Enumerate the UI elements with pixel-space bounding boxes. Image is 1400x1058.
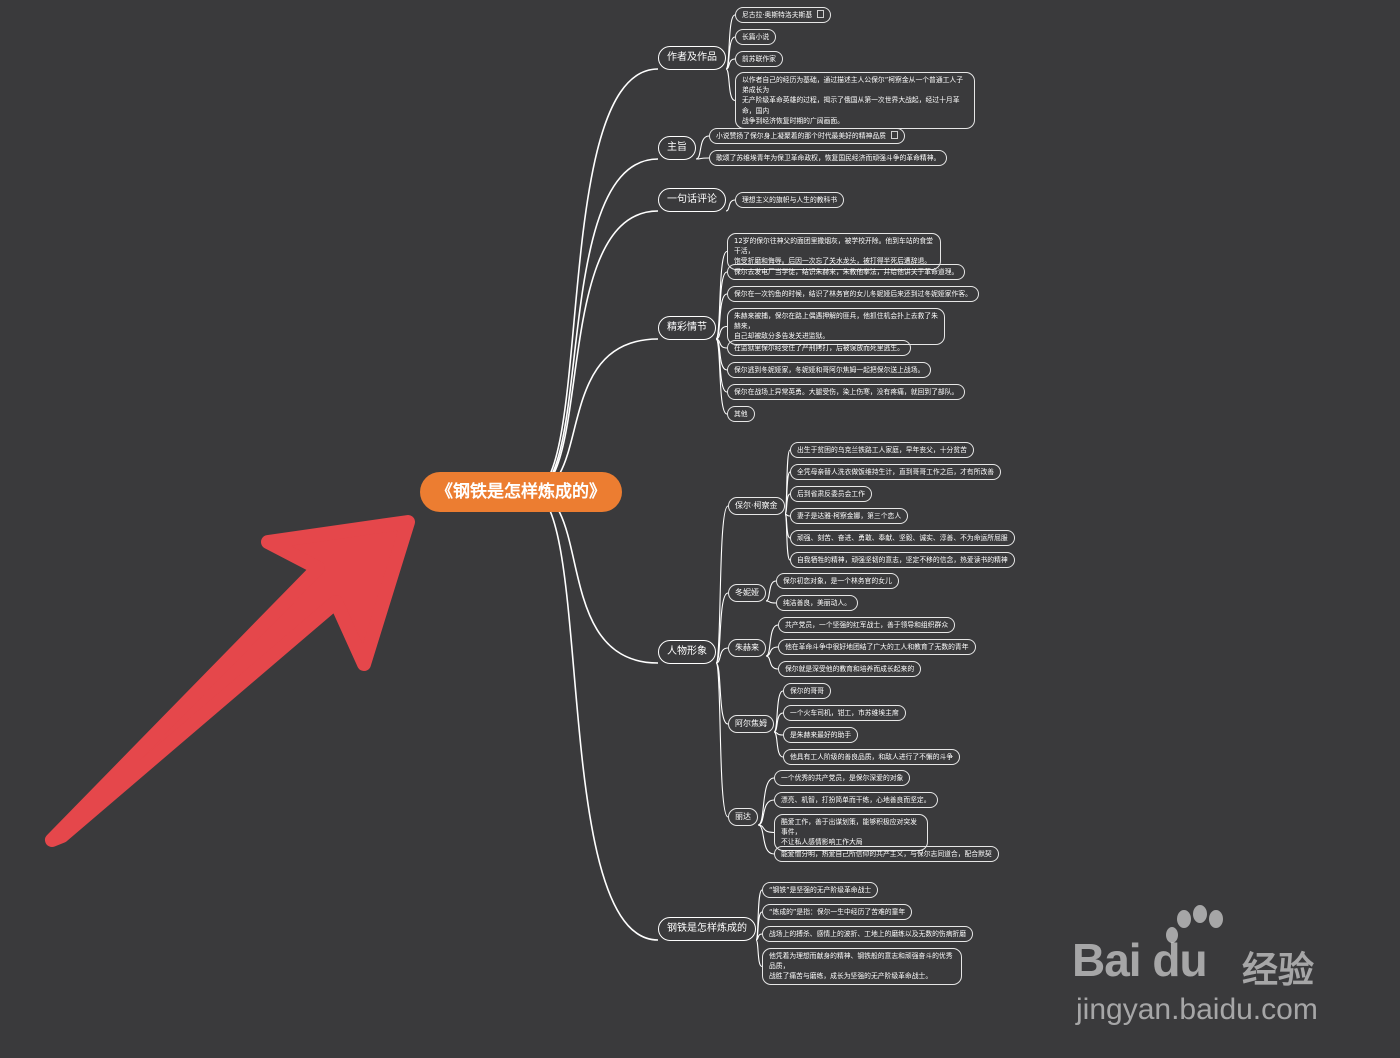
trait-leaf[interactable]: 顽强、刻苦、奋进、勇敢、奉献、坚毅、诚实、淳善、不为命运所屈服 [790, 530, 1015, 547]
connector-line [757, 799, 775, 826]
trait-leaf[interactable]: 自我牺牲的精神，顽强坚韧的意志，坚定不移的信念，热爱读书的精神 [790, 552, 1015, 569]
trait-leaf[interactable]: 他在革命斗争中很好地团结了广大的工人和教育了无数的青年 [778, 639, 976, 656]
trait-leaf[interactable]: 一个火车司机，钳工，市苏维埃主席 [783, 705, 906, 722]
branch-author-works[interactable]: 作者及作品 [658, 46, 726, 70]
branch-theme[interactable]: 主旨 [658, 136, 696, 160]
connector-line [725, 68, 736, 102]
trait-leaf[interactable]: 酷爱工作，善于出谋划策，能够积极应对突发事件， 不让私人感情影响工作大局 [774, 814, 928, 851]
leaf-steel-2[interactable]: “炼成的”是指：保尔一生中经历了苦难的童年 [762, 904, 913, 921]
character-artyom[interactable]: 阿尔焦姆 [728, 715, 774, 733]
character-paul[interactable]: 保尔·柯察金 [728, 497, 785, 515]
connector-line [715, 662, 729, 818]
character-zhukhrai[interactable]: 朱赫来 [728, 639, 766, 657]
leaf-text: 尼古拉·奥斯特洛夫斯基 [742, 11, 813, 19]
connector-line [695, 157, 710, 160]
leaf-plot-5[interactable]: 在监狱里保尔经受住了严刑拷打，后被误放而死里逃生。 [727, 340, 911, 357]
character-tonya[interactable]: 冬妮娅 [728, 584, 766, 602]
connector-line [725, 36, 736, 70]
leaf-steel-4[interactable]: 他凭着为理想而献身的精神、钢铁般的意志和顽强奋斗的优秀品质， 战胜了痛苦与磨练，… [762, 948, 962, 985]
connector-line [530, 68, 659, 493]
trait-leaf[interactable]: 妻子是达雅·柯察金娜，第三个恋人 [790, 508, 909, 525]
connector-line [755, 939, 763, 968]
leaf-plot-7[interactable]: 保尔在战场上异常英勇。大腿受伤，染上伤寒，没有疼痛，就回到了部队。 [727, 384, 966, 401]
trait-leaf[interactable]: 后到省肃反委员会工作 [790, 486, 872, 503]
character-rita[interactable]: 丽达 [728, 808, 758, 826]
trait-leaf[interactable]: 能爱憎分明，热爱自己所信仰的共产主义，与保尔志同道合，配合默契 [774, 846, 999, 863]
leaf-text: 小说赞扬了保尔身上凝聚着的那个时代最美好的精神品质 [716, 132, 886, 140]
trait-leaf[interactable]: 保尔初恋对象，是一个林务官的女儿 [776, 573, 899, 590]
trait-leaf[interactable]: 纯洁善良，美丽动人。 [776, 595, 858, 612]
connector-line [725, 199, 736, 212]
connector-line [715, 505, 729, 664]
connector-line [695, 135, 710, 160]
root-topic[interactable]: 《钢铁是怎样炼成的》 [420, 472, 622, 512]
watermark-cn: 经验 [1242, 950, 1315, 991]
connector-line [765, 624, 779, 657]
connector-line [784, 493, 791, 515]
leaf-plot-3[interactable]: 保尔在一次钓鱼的时候，结识了林务官的女儿冬妮娅后来还到过冬妮娅家作客。 [727, 286, 979, 303]
note-icon[interactable] [890, 131, 898, 139]
watermark-url: jingyan.baidu.com [1076, 993, 1318, 1026]
leaf-theme-2[interactable]: 歌颂了苏维埃青年为保卫革命政权，恢复国民经济而顽强斗争的革命精神。 [709, 150, 948, 167]
trait-leaf[interactable]: 漂亮、机智，打扮简单而干练，心地善良而坚定。 [774, 792, 938, 809]
branch-highlights[interactable]: 精彩情节 [658, 316, 716, 340]
leaf-plot-1[interactable]: 12岁的保尔往神父的面团里撒烟灰，被学校开除。他到车站的食堂干活， 饱受折磨和侮… [727, 233, 941, 270]
connector-line [765, 655, 779, 670]
connector-line [773, 731, 784, 758]
trait-leaf[interactable]: 共产党员，一个坚强的红军战士，善于领导和组织群众 [778, 617, 956, 634]
leaf-steel-3[interactable]: 战场上的搏杀、感情上的波折、工地上的磨练以及无数的伤病折磨 [762, 926, 974, 943]
watermark-brand: Bai du [1072, 934, 1208, 986]
connector-line [757, 824, 775, 855]
paw-icon [1166, 905, 1223, 943]
connector-line [530, 491, 659, 941]
connector-line [784, 513, 791, 561]
leaf-theme-1[interactable]: 小说赞扬了保尔身上凝聚着的那个时代最美好的精神品质 [709, 128, 905, 145]
branch-how-steel-forged[interactable]: 钢铁是怎样炼成的 [658, 917, 756, 941]
connector-line [715, 338, 728, 415]
connector-line [765, 600, 777, 604]
leaf-plot-2[interactable]: 保尔去发电厂当学徒，结识朱赫来，朱教他拳法，并给他讲关于革命道理。 [727, 264, 966, 281]
leaf-author-name[interactable]: 尼古拉·奥斯特洛夫斯基 [735, 7, 832, 24]
connector-line [715, 293, 728, 340]
connector-line [773, 712, 784, 733]
branch-one-sentence-review[interactable]: 一句话评论 [658, 188, 726, 212]
connector-line [715, 647, 729, 664]
note-icon[interactable] [817, 10, 825, 18]
trait-leaf[interactable]: 全凭母亲替人洗衣做饭维持生计，直到哥哥工作之后，才有所改善 [790, 464, 1002, 481]
connector-line [725, 58, 736, 70]
branch-characters[interactable]: 人物形象 [658, 640, 716, 664]
trait-leaf[interactable]: 是朱赫来最好的助手 [783, 727, 859, 744]
leaf-genre[interactable]: 长篇小说 [735, 29, 777, 46]
trait-leaf[interactable]: 出生于贫困的乌克兰铁路工人家庭，早年丧父，十分贫苦 [790, 442, 974, 459]
connector-line [715, 592, 729, 664]
trait-leaf[interactable]: 他具有工人阶级的善良品质，和敌人进行了不懈的斗争 [783, 749, 961, 766]
connector-line [765, 580, 777, 602]
leaf-plot-6[interactable]: 保尔逃到冬妮娅家，冬妮娅和哥阿尔焦姆一起把保尔送上战场。 [727, 362, 932, 379]
trait-leaf[interactable]: 一个优秀的共产党员，是保尔深爱的对象 [774, 770, 911, 787]
leaf-review[interactable]: 理想主义的旗帜与人生的教科书 [735, 192, 845, 209]
baidu-jingyan-watermark: Bai du 经验 jingyan.baidu.com [1072, 905, 1332, 1030]
leaf-nationality[interactable]: 前苏联作家 [735, 51, 783, 68]
leaf-steel-1[interactable]: “钢铁”是坚强的无产阶级革命战士 [762, 882, 879, 899]
leaf-plot-4[interactable]: 朱赫来被捕，保尔在路上偶遇押解的匪兵，他抓住机会扑上去救了朱赫来， 自己却被敌分… [727, 308, 945, 345]
trait-leaf[interactable]: 保尔就是深受他的教育和培养而成长起来的 [778, 661, 922, 678]
trait-leaf[interactable]: 保尔的哥哥 [783, 683, 831, 700]
leaf-plot-other[interactable]: 其他 [727, 406, 755, 423]
